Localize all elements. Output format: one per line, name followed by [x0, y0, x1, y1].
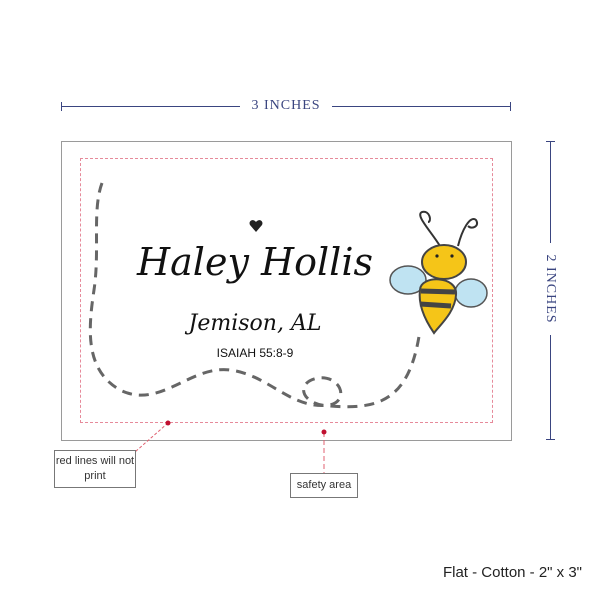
red-lines-note: red lines will not print — [54, 450, 136, 488]
product-description: Flat - Cotton - 2" x 3" — [442, 564, 582, 581]
tagline-arc: HANDMADE WITH LOVE NOT PERFECTION BY — [0, 0, 340, 50]
maker-name: Haley Hollis — [137, 240, 373, 284]
callout-lines — [134, 420, 327, 473]
verse-reference: ISAIAH 55:8-9 — [216, 346, 294, 360]
bee-icon — [389, 210, 488, 335]
svg-text:HANDMADE WITH LOVE NOT PERFECT: HANDMADE WITH LOVE NOT PERFECTION BY — [0, 0, 340, 50]
tagline: HANDMADE WITH LOVE NOT PERFECTION BY — [0, 0, 340, 50]
safety-area-note: safety area — [290, 473, 358, 498]
heart-icon — [249, 220, 263, 232]
safety-area-outline — [80, 158, 493, 423]
width-label: 3 INCHES — [240, 98, 332, 114]
maker-city: Jemison, AL — [188, 311, 322, 336]
